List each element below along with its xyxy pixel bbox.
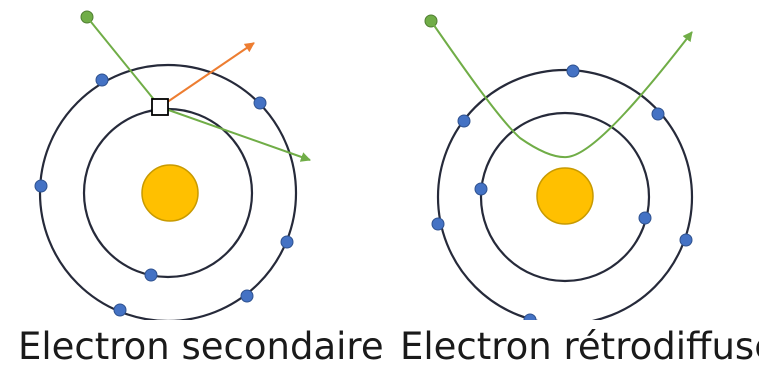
outer-orbit — [436, 68, 694, 320]
electron — [113, 303, 127, 317]
electron — [457, 114, 471, 128]
electron — [523, 313, 537, 320]
electron — [144, 268, 158, 282]
secondary-electron-path — [159, 42, 255, 108]
collision-marker-icon — [151, 98, 169, 116]
scattered-path — [159, 106, 311, 162]
electron — [566, 64, 580, 78]
caption-backscattered-electron: Electron rétrodiffusé — [400, 325, 759, 368]
electron — [431, 217, 445, 231]
inner-orbit — [479, 111, 651, 283]
electron — [474, 182, 488, 196]
outer-orbit — [38, 63, 298, 320]
incident-path — [86, 16, 161, 108]
nucleus — [536, 167, 594, 225]
atom-backscattered — [424, 14, 694, 320]
backscattered-path — [430, 20, 693, 159]
atom-diagram — [34, 10, 694, 320]
nucleus — [141, 164, 199, 222]
electron — [34, 179, 48, 193]
atom-secondary — [34, 10, 311, 320]
electron — [240, 289, 254, 303]
electron — [280, 235, 294, 249]
electron — [95, 73, 109, 87]
electron — [253, 96, 267, 110]
caption-secondary-electron: Electron secondaire — [18, 325, 384, 368]
electron — [651, 107, 665, 121]
electron — [679, 233, 693, 247]
electron — [638, 211, 652, 225]
